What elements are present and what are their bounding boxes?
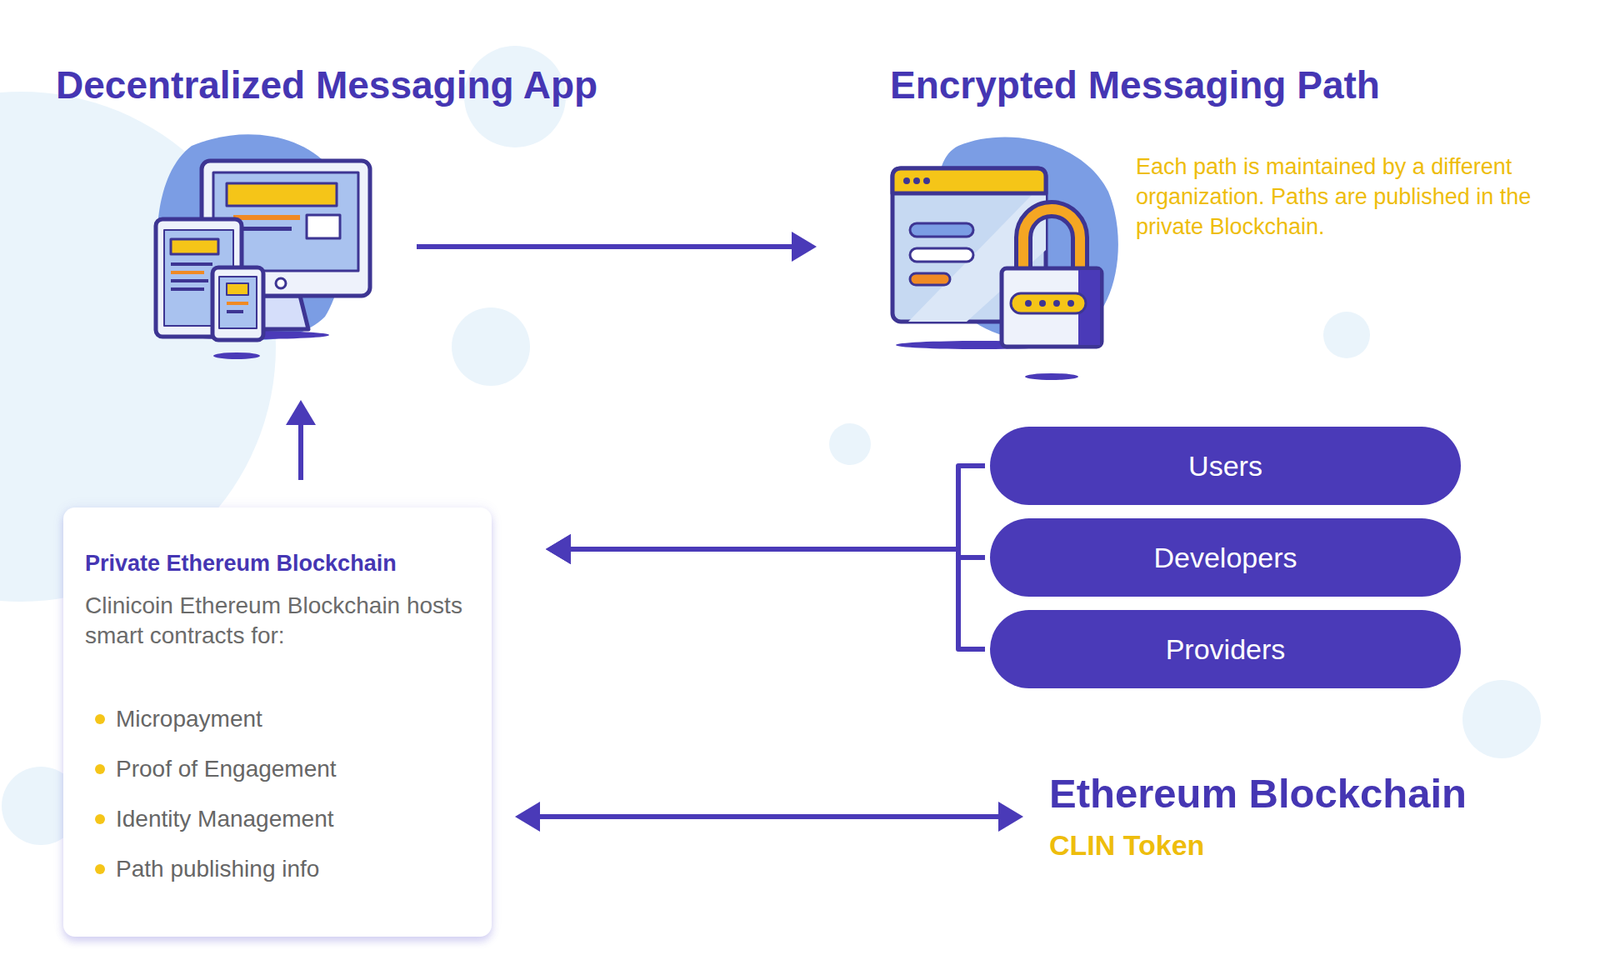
lock-body bbox=[1001, 268, 1102, 347]
tablet-bar bbox=[170, 239, 219, 255]
screen-box bbox=[306, 215, 340, 239]
browser-dot bbox=[913, 177, 920, 185]
browser-dot bbox=[903, 177, 910, 185]
code-dot bbox=[1025, 300, 1032, 307]
lock-code bbox=[1010, 293, 1086, 314]
bullet-text: Path publishing info bbox=[115, 854, 320, 885]
app-icon-node: Decentralized Messaging App bbox=[153, 158, 373, 378]
bg-circle bbox=[1323, 311, 1370, 359]
form-field bbox=[910, 248, 974, 262]
bullet-row: Path publishing info bbox=[85, 844, 470, 895]
bg-circle bbox=[829, 423, 871, 465]
bullet-dot bbox=[95, 764, 105, 775]
card-heading: Private Ethereum Blockchain bbox=[85, 549, 470, 578]
phone-screen bbox=[219, 276, 257, 329]
blockchain-card: Private Ethereum BlockchainClinicoin Eth… bbox=[63, 507, 492, 937]
note-text: Each path is maintained by a different o… bbox=[1135, 151, 1553, 242]
bullet-dot bbox=[95, 814, 105, 825]
pill-label: Developers bbox=[1154, 541, 1298, 575]
role-pill: Developers bbox=[990, 518, 1461, 597]
flow-arrow bbox=[540, 814, 999, 820]
flow-arrow bbox=[570, 549, 985, 650]
code-dot bbox=[1039, 300, 1046, 307]
pill-label: Users bbox=[1188, 450, 1263, 483]
phone-line bbox=[226, 310, 244, 314]
bullet-dot bbox=[95, 714, 105, 725]
flow-arrow bbox=[416, 244, 792, 250]
bullet-row: Micropayment bbox=[85, 694, 470, 745]
tablet-line bbox=[170, 279, 209, 283]
bullet-dot bbox=[95, 864, 105, 875]
role-pill: Providers bbox=[990, 610, 1461, 689]
path-icon-node: Encrypted Messaging PathEach path is mai… bbox=[892, 133, 1102, 378]
token-name: CLIN Token bbox=[1049, 826, 1467, 864]
devices-icon bbox=[155, 134, 370, 360]
tablet-line bbox=[170, 262, 213, 266]
bg-circle bbox=[1462, 680, 1541, 759]
section-title: Encrypted Messaging Path bbox=[890, 61, 1380, 109]
bullet-text: Micropayment bbox=[115, 704, 263, 735]
bullet-text: Identity Management bbox=[115, 804, 335, 835]
form-button bbox=[910, 273, 950, 285]
phone-frame bbox=[212, 267, 264, 340]
lock-icon bbox=[892, 136, 1119, 380]
pill-label: Providers bbox=[1165, 633, 1286, 666]
tablet-line bbox=[170, 270, 205, 275]
browser-bar bbox=[892, 168, 1046, 194]
screen-bar bbox=[226, 183, 337, 206]
screen-line bbox=[233, 215, 300, 220]
role-pill: Users bbox=[990, 426, 1461, 505]
bullet-row: Proof of Engagement bbox=[85, 744, 470, 795]
flow-arrow bbox=[298, 425, 304, 480]
bullet-row: Identity Management bbox=[85, 794, 470, 845]
section-title: Decentralized Messaging App bbox=[55, 61, 598, 109]
icon-shadow bbox=[213, 352, 260, 360]
icon-shadow bbox=[1025, 373, 1079, 380]
phone-bar bbox=[226, 283, 249, 295]
flow-arrow bbox=[570, 465, 985, 550]
lock-shackle bbox=[1023, 209, 1080, 272]
tablet-line bbox=[170, 287, 205, 291]
phone-line bbox=[226, 301, 249, 305]
card-body: Clinicoin Ethereum Blockchain hosts smar… bbox=[85, 590, 470, 651]
chain-title: Ethereum Blockchain bbox=[1049, 768, 1467, 819]
token-node: Ethereum BlockchainCLIN Token bbox=[1049, 768, 1467, 864]
code-dot bbox=[1067, 300, 1075, 307]
code-dots bbox=[1025, 300, 1075, 307]
bg-circle bbox=[451, 307, 530, 386]
form-field bbox=[910, 223, 974, 237]
lock-shackle bbox=[1023, 209, 1080, 272]
bullet-text: Proof of Engagement bbox=[115, 754, 337, 785]
monitor-button bbox=[275, 278, 286, 289]
browser-dot bbox=[923, 177, 930, 185]
code-dot bbox=[1053, 300, 1060, 307]
